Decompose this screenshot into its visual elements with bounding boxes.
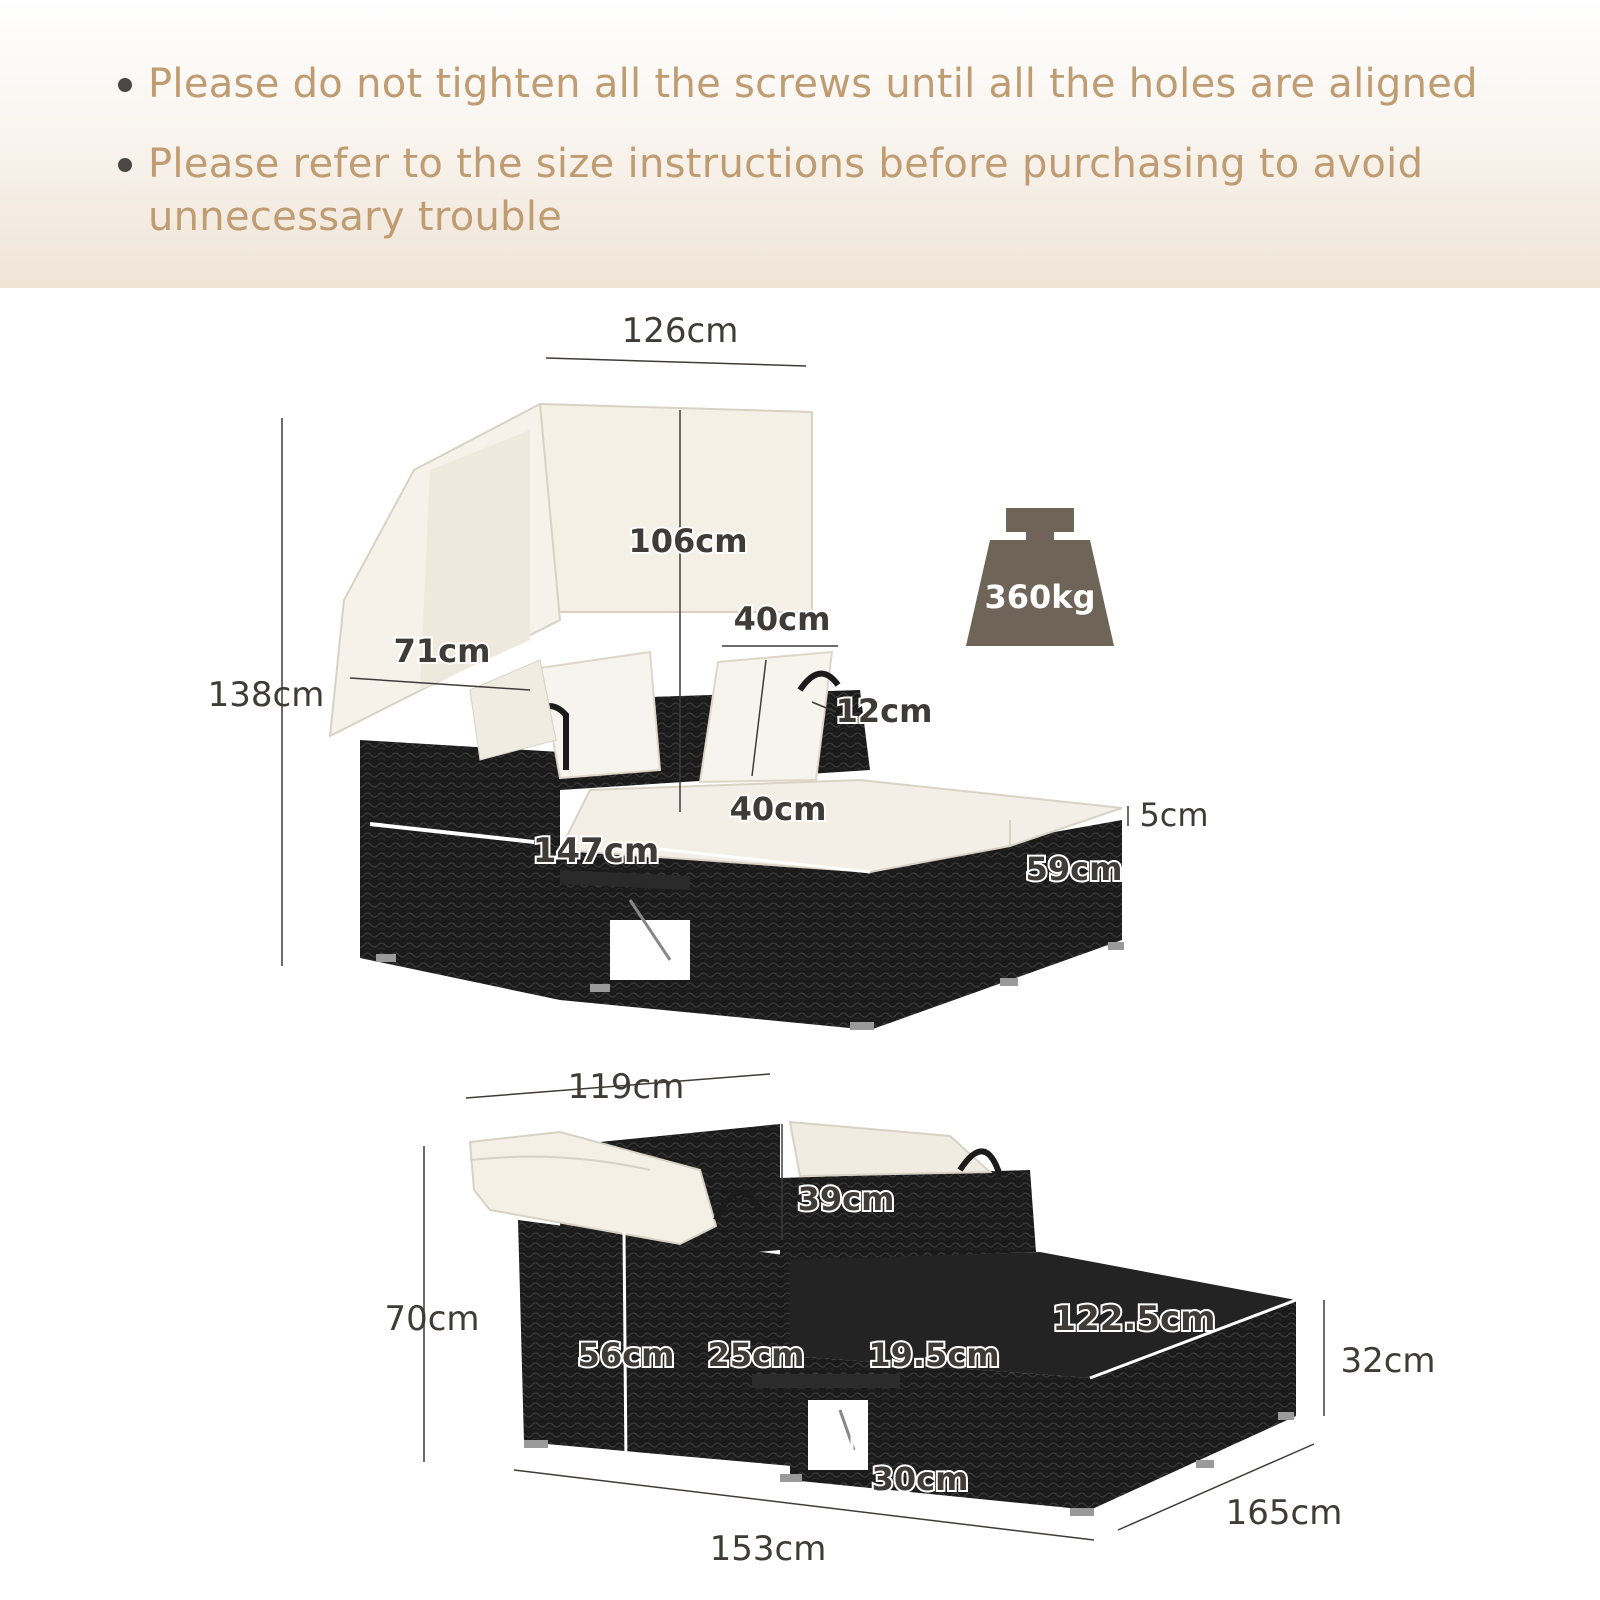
dim-seat-height-label: 56cm xyxy=(578,1336,675,1374)
arm-rail xyxy=(797,670,841,692)
foot xyxy=(850,1022,874,1030)
dim-width-label: 126cm xyxy=(622,311,739,351)
dim-line-inner-length xyxy=(1089,1298,1297,1380)
note-text: Please refer to the size instructions be… xyxy=(148,141,1424,240)
dim-table-depth-label: 19.5cm xyxy=(868,1336,999,1374)
dim-line-total-depth xyxy=(1117,1443,1315,1531)
dim-line-seat-height xyxy=(622,1231,628,1467)
weight-capacity-label: 360kg xyxy=(985,578,1096,616)
product-dimension-figure: 126cm 138cm 106cm 71cm 40cm 12cm 40cm 5c… xyxy=(208,311,1436,1569)
note-item: Please do not tighten all the screws unt… xyxy=(118,58,1478,111)
dim-line-pillow-thickness xyxy=(811,701,837,713)
dim-line-canopy-depth xyxy=(349,677,531,691)
dim-line-width xyxy=(545,357,807,367)
dim-line-pillow-height xyxy=(751,659,767,777)
frame-left-body xyxy=(518,1220,792,1466)
canopy-fold xyxy=(420,430,530,690)
frame-front xyxy=(790,1356,1090,1510)
dim-height-label: 138cm xyxy=(208,675,325,715)
pillow-left xyxy=(538,650,662,780)
bullet-dot xyxy=(118,78,132,92)
dim-line-total-width xyxy=(513,1469,1095,1541)
dim-inner-length-label: 122.5cm xyxy=(1052,1299,1215,1339)
weight-capacity-icon: 360kg xyxy=(966,508,1114,646)
rattan-front-panel xyxy=(560,850,870,1030)
folded-canopy-back xyxy=(788,1120,993,1178)
frame-side-table xyxy=(752,1374,900,1388)
daybed-canopy-view: 126cm 138cm 106cm 71cm 40cm 12cm 40cm 5c… xyxy=(208,311,1209,1030)
dim-ottoman-label: 59cm xyxy=(1026,850,1123,888)
folded-canopy xyxy=(468,1130,718,1246)
dim-total-width-label: 153cm xyxy=(710,1529,827,1569)
pillow-right xyxy=(698,650,834,784)
dim-total-depth-label: 165cm xyxy=(1226,1493,1343,1533)
bullet-dot xyxy=(118,158,132,172)
dim-pillow-height-label: 40cm xyxy=(730,790,827,828)
foot xyxy=(590,984,610,992)
foot xyxy=(1108,942,1124,950)
rattan-side-panel xyxy=(870,820,1122,1030)
dim-table-width-label: 25cm xyxy=(708,1336,805,1374)
dim-line-length xyxy=(369,822,535,844)
dim-backrest-label: 39cm xyxy=(798,1180,895,1218)
dim-pillow-width-label: 40cm xyxy=(734,600,831,638)
dim-cushion-label: 5cm xyxy=(1139,796,1208,834)
dim-frame-width-label: 119cm xyxy=(568,1067,685,1107)
canopy-top xyxy=(528,402,813,613)
dim-frame-height-label: 70cm xyxy=(384,1299,479,1339)
dim-length-label: 147cm xyxy=(533,831,660,871)
frame-side xyxy=(1090,1300,1296,1510)
daybed-frame-view: 119cm 70cm 39cm 56cm 25cm 19.5cm 30cm 12… xyxy=(384,1067,1435,1569)
dim-pillow-thickness-label: 12cm xyxy=(836,692,933,730)
note-item: Please refer to the size instructions be… xyxy=(118,138,1458,244)
dim-canopy-depth-label: 71cm xyxy=(394,632,491,670)
rattan-left-panel xyxy=(360,740,560,1000)
side-table xyxy=(560,870,690,890)
foot xyxy=(376,954,396,962)
dim-table-height-label: 30cm xyxy=(872,1460,969,1498)
dim-line-frame-width xyxy=(465,1073,771,1099)
canopy-corner xyxy=(469,659,557,761)
notes-banner: Please do not tighten all the screws unt… xyxy=(0,0,1600,288)
foot xyxy=(1000,978,1018,986)
dim-canopy-height-label: 106cm xyxy=(628,522,747,560)
note-text: Please do not tighten all the screws unt… xyxy=(148,61,1478,107)
dim-ottoman-height-label: 32cm xyxy=(1340,1341,1435,1381)
